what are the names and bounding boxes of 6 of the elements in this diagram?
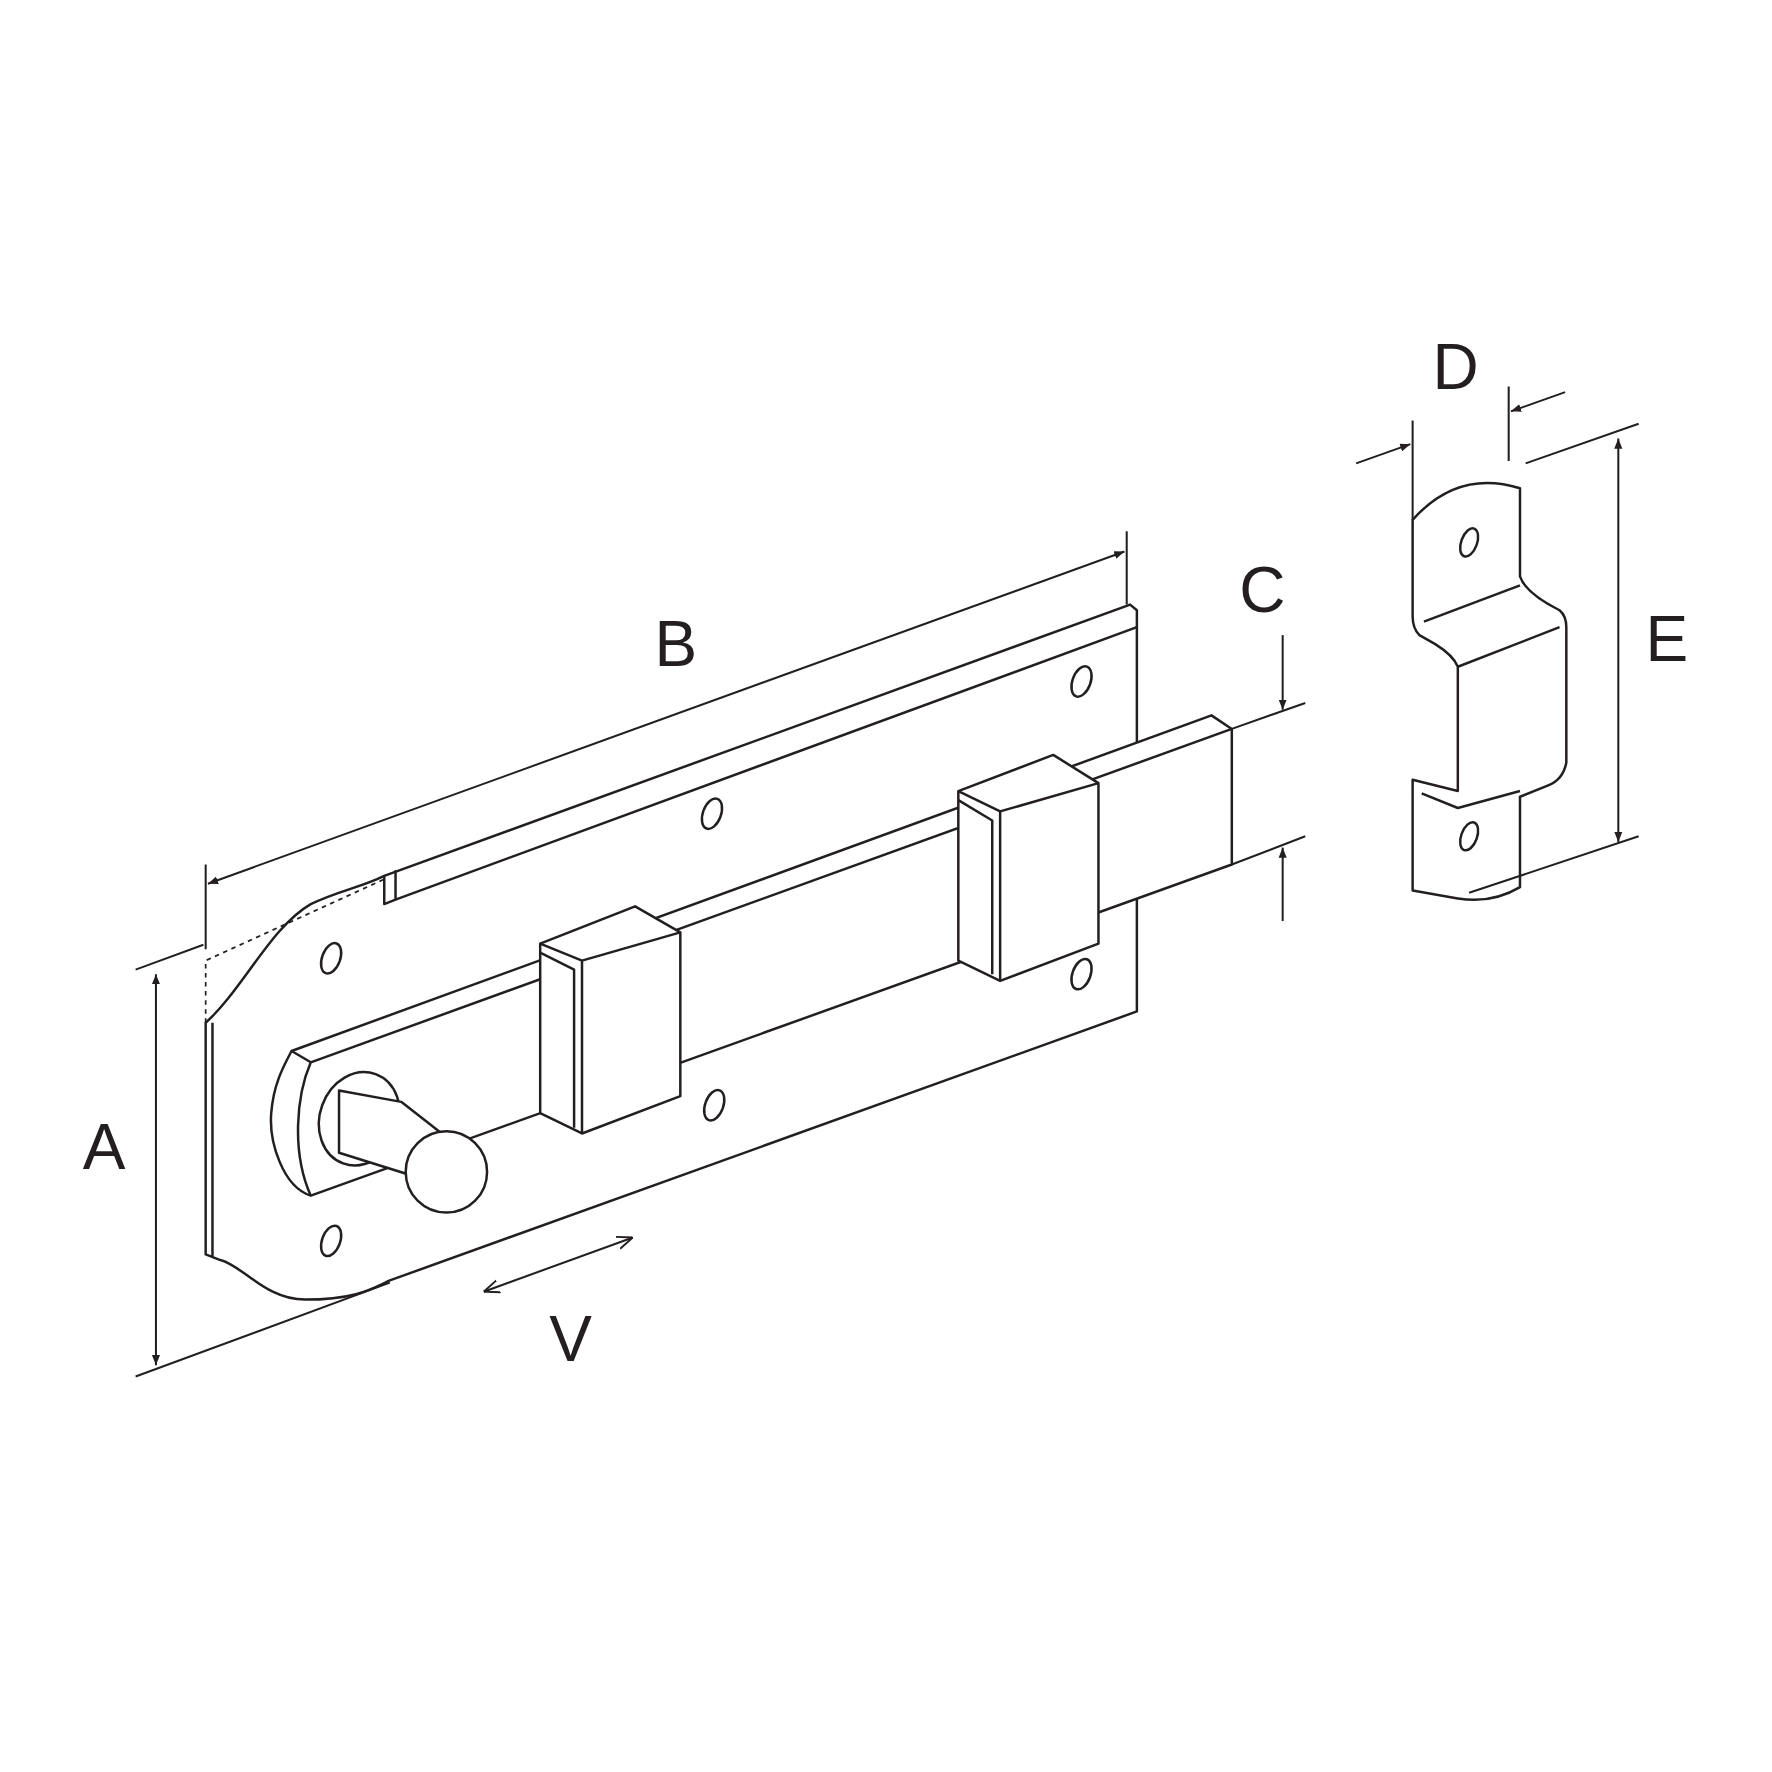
dimension-label: V <box>549 1307 593 1372</box>
dimension-label: E <box>1645 606 1689 671</box>
dimension-label: D <box>1432 335 1479 400</box>
dimension-label: B <box>654 612 698 677</box>
dimension-label: C <box>1239 557 1286 622</box>
dimension-label: A <box>82 1115 126 1180</box>
